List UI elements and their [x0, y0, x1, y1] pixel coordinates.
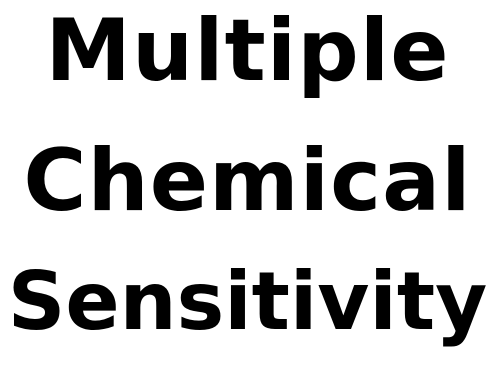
title-line-2: Chemical [23, 131, 472, 231]
title-line-1: Multiple [45, 1, 450, 101]
title-line-3: Sensitivity [7, 255, 488, 348]
